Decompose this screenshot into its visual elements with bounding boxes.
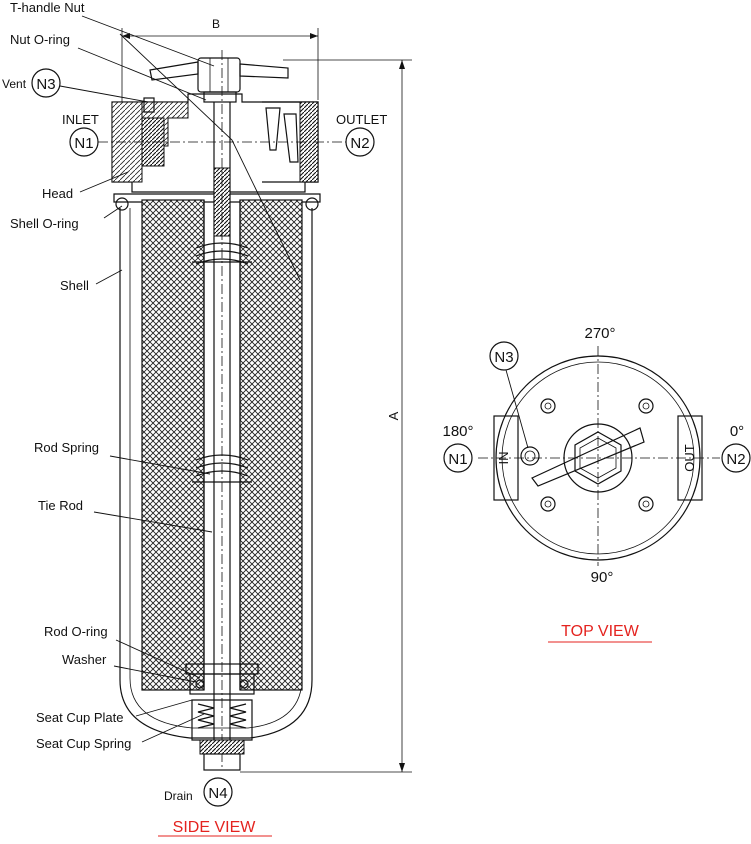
label-drain: Drain <box>164 789 193 803</box>
label-shell-o-ring: Shell O-ring <box>10 216 79 231</box>
label-inlet: INLET <box>62 112 99 127</box>
in-label: IN <box>496 452 511 465</box>
label-washer: Washer <box>62 652 107 667</box>
nozzle-n1-side-label: N1 <box>74 135 93 152</box>
top-view: N3 N1 N2 IN OUT 270° 180° 0° 90° TOP VIE… <box>442 325 751 643</box>
angle-270: 270° <box>584 325 615 342</box>
nozzle-n2-top <box>721 443 751 473</box>
top-t-handle <box>531 427 645 487</box>
label-outlet: OUTLET <box>336 112 387 127</box>
angle-90: 90° <box>591 569 614 586</box>
label-shell: Shell <box>60 278 89 293</box>
label-seat-cup-spring: Seat Cup Spring <box>36 736 131 751</box>
nozzle-n2-top-label: N2 <box>726 451 745 468</box>
nozzle-n3-top-label: N3 <box>494 349 513 366</box>
side-view: B A <box>2 0 412 837</box>
dimension-b-label: B <box>212 17 220 31</box>
nozzle-n4-label: N4 <box>208 785 227 802</box>
nozzle-n4 <box>203 777 233 807</box>
bolt-holes <box>540 398 654 512</box>
label-seat-cup-plate: Seat Cup Plate <box>36 710 123 725</box>
nozzle-n1-top <box>443 443 473 473</box>
vent-hole <box>520 446 540 466</box>
label-head: Head <box>42 186 73 201</box>
nozzle-n3-side <box>31 68 61 98</box>
top-nut <box>563 423 633 493</box>
angle-0: 0° <box>730 423 744 440</box>
nozzle-n2-side-label: N2 <box>350 135 369 152</box>
label-t-handle-nut: T-handle Nut <box>10 0 85 15</box>
cartridge-right <box>239 199 303 691</box>
head-shape <box>111 93 321 211</box>
out-label: OUT <box>682 444 697 472</box>
nozzle-n2-side <box>345 127 375 157</box>
nozzle-n3-side-label: N3 <box>36 76 55 93</box>
tie-rod-shape <box>203 50 241 770</box>
top-view-title: TOP VIEW <box>561 623 640 640</box>
label-tie-rod: Tie Rod <box>38 498 83 513</box>
dimension-a <box>240 59 412 773</box>
label-nut-o-ring: Nut O-ring <box>10 32 70 47</box>
shell-shape <box>119 208 313 739</box>
side-view-title: SIDE VIEW <box>173 819 257 836</box>
label-vent: Vent <box>2 77 27 91</box>
label-rod-spring: Rod Spring <box>34 440 99 455</box>
nozzle-n3-top <box>489 341 519 371</box>
dimension-b <box>121 28 319 108</box>
label-rod-o-ring: Rod O-ring <box>44 624 108 639</box>
angle-180: 180° <box>442 423 473 440</box>
dimension-a-label: A <box>386 411 401 420</box>
t-handle-nut-shape <box>149 57 289 103</box>
cartridge-left <box>141 199 205 691</box>
nozzle-n1-top-label: N1 <box>448 451 467 468</box>
seat-cup-assembly <box>185 663 259 771</box>
rod-spring-upper <box>192 242 252 265</box>
rod-spring-lower <box>192 454 252 483</box>
